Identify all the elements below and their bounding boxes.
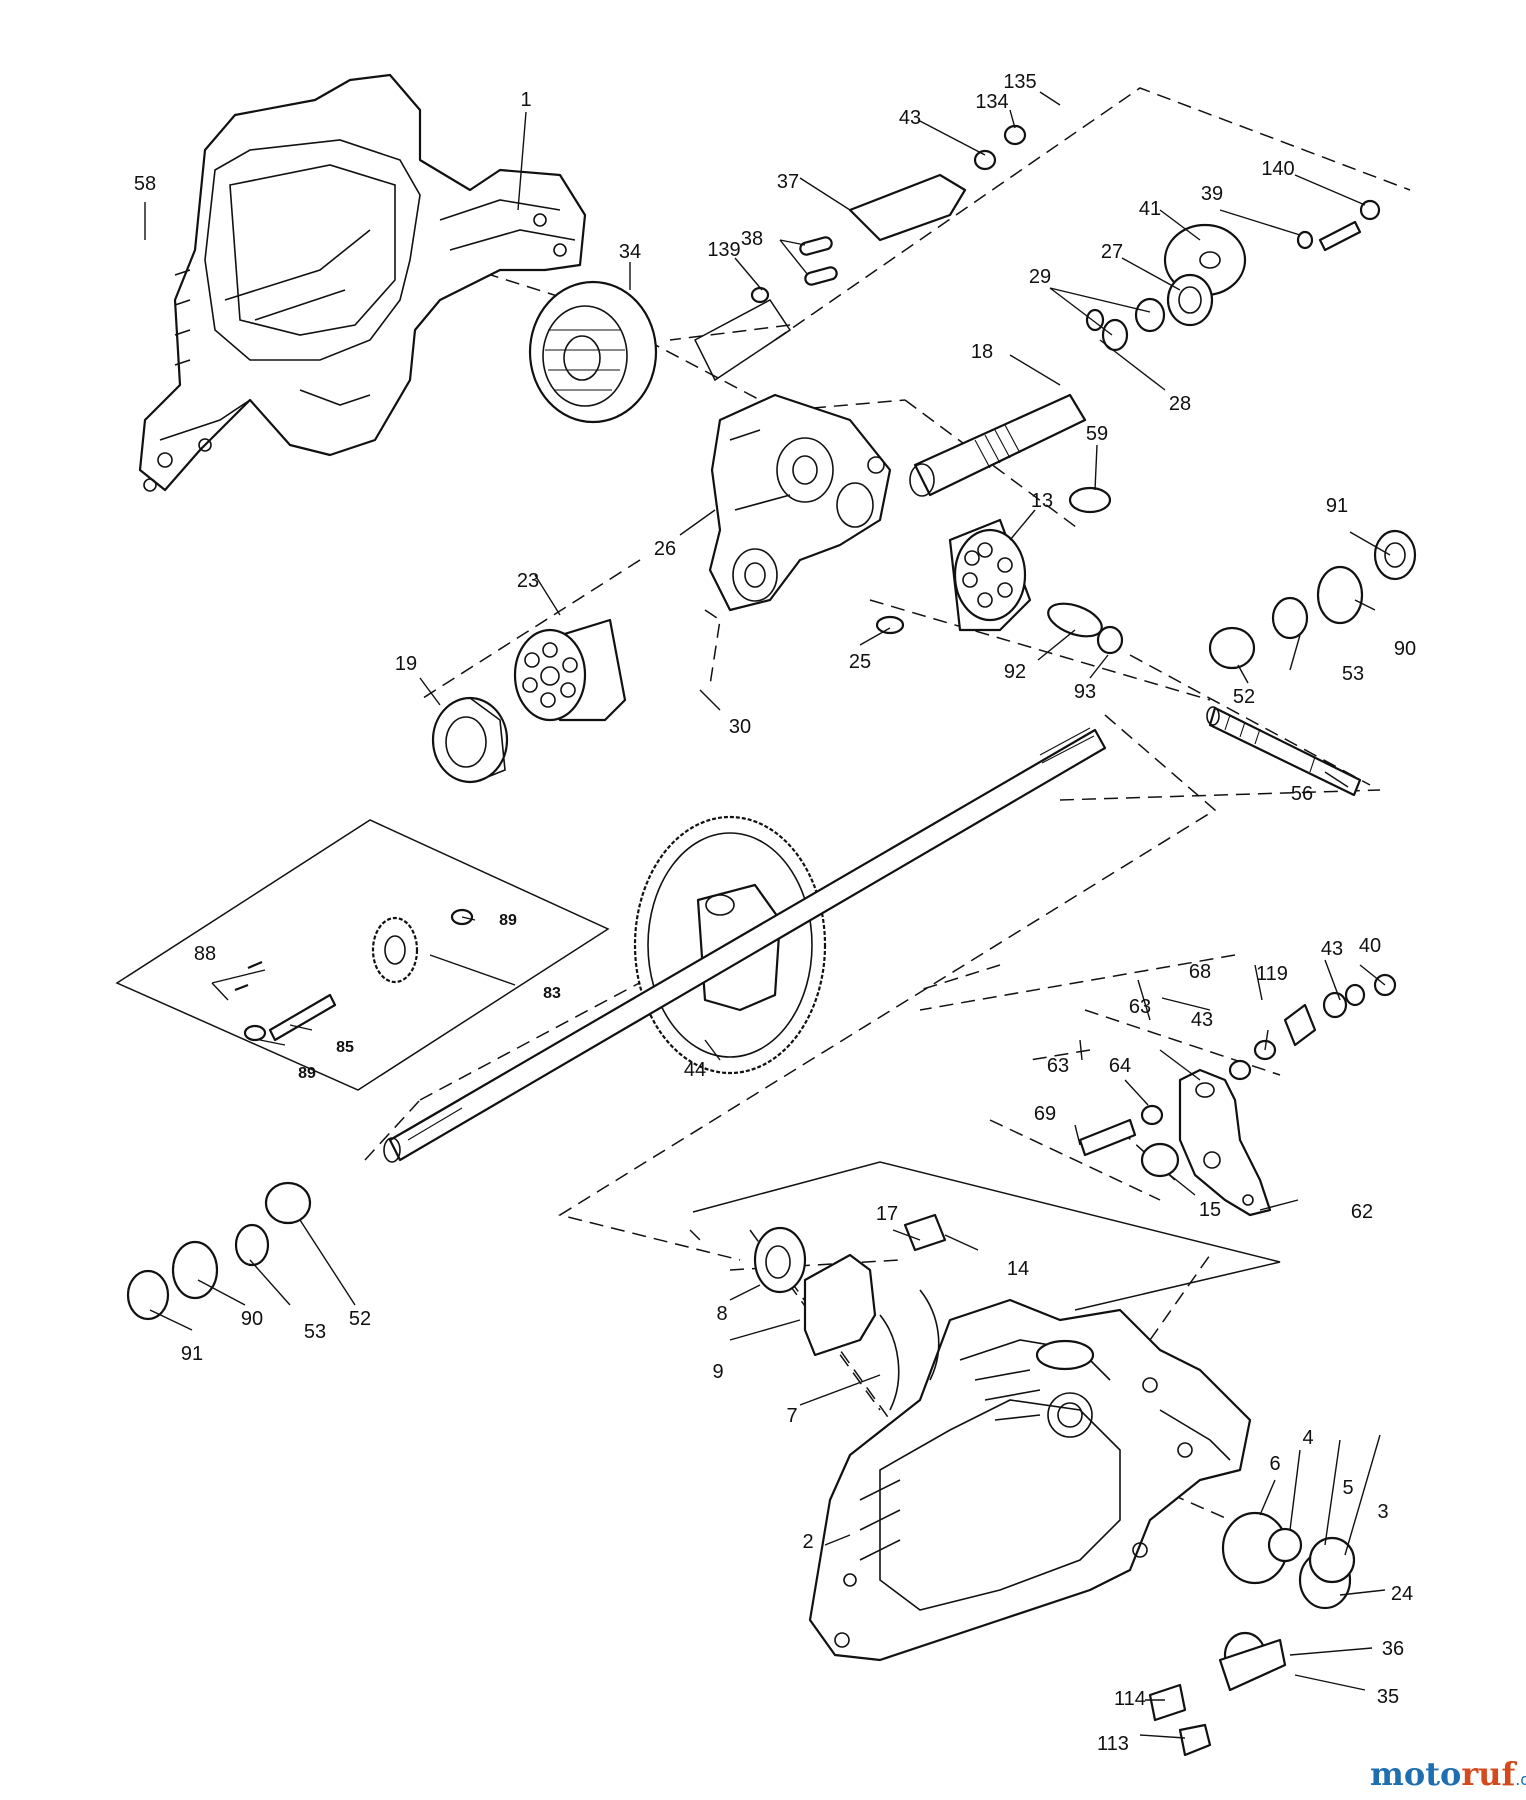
label-90-right: 90 — [1394, 638, 1416, 660]
label-43-right-top: 43 — [1321, 938, 1343, 960]
arm-part-14 — [903, 1213, 947, 1252]
label-139: 139 — [707, 239, 740, 261]
label-140: 140 — [1261, 158, 1294, 180]
label-17: 17 — [876, 1203, 898, 1225]
label-58: 58 — [134, 173, 156, 195]
label-114: 114 — [1114, 1688, 1146, 1710]
label-88: 88 — [194, 943, 216, 965]
label-52-left: 52 — [349, 1308, 371, 1330]
lever-part-62 — [1178, 1068, 1272, 1217]
label-52-right: 52 — [1233, 686, 1255, 708]
label-25: 25 — [849, 651, 871, 673]
axle-shaft — [383, 727, 1107, 1163]
label-43-top: 43 — [899, 107, 921, 129]
label-64: 64 — [1109, 1055, 1131, 1077]
label-63-a: 63 — [1129, 996, 1151, 1018]
leader-lines — [144, 91, 1391, 1739]
label-27: 27 — [1101, 241, 1123, 263]
label-24: 24 — [1391, 1583, 1413, 1605]
label-113: 113 — [1097, 1733, 1129, 1755]
label-135: 135 — [1003, 71, 1036, 93]
label-92: 92 — [1004, 661, 1026, 683]
label-62: 62 — [1351, 1201, 1373, 1223]
lower-housing-part-2 — [808, 1298, 1252, 1662]
label-34: 34 — [619, 241, 641, 263]
label-43-right-mid: 43 — [1191, 1009, 1213, 1031]
center-section-part-26 — [708, 393, 892, 612]
thrust-bearing-part-19 — [431, 696, 509, 784]
motoruf-watermark-logo: motoruf.de — [1370, 1755, 1526, 1793]
label-53-left: 53 — [304, 1321, 326, 1343]
label-6: 6 — [1269, 1453, 1280, 1475]
seal-part-8 — [753, 1226, 807, 1294]
label-83: 83 — [543, 985, 561, 1002]
label-93: 93 — [1074, 681, 1096, 703]
label-85: 85 — [336, 1039, 354, 1056]
label-44: 44 — [684, 1059, 706, 1081]
label-15: 15 — [1199, 1199, 1221, 1221]
label-91-right: 91 — [1326, 495, 1348, 517]
label-7: 7 — [786, 1405, 797, 1427]
small-parts — [126, 124, 1417, 1757]
input-shaft-part-18 — [909, 393, 1087, 497]
label-91-left: 91 — [181, 1343, 203, 1365]
label-69: 69 — [1034, 1103, 1056, 1125]
label-3: 3 — [1377, 1501, 1388, 1523]
label-8: 8 — [716, 1303, 727, 1325]
label-19: 19 — [395, 653, 417, 675]
label-134: 134 — [975, 91, 1008, 113]
label-5: 5 — [1342, 1477, 1353, 1499]
label-90-left: 90 — [241, 1308, 263, 1330]
label-39: 39 — [1201, 183, 1223, 205]
label-89-top: 89 — [499, 912, 517, 929]
label-53-right: 53 — [1342, 663, 1364, 685]
label-29: 29 — [1029, 266, 1051, 288]
label-14: 14 — [1007, 1258, 1029, 1280]
svg-text:motoruf.de: motoruf.de — [1370, 1755, 1526, 1793]
bearing-part-34 — [528, 280, 658, 424]
pinion-gear-part-83 — [268, 916, 419, 1042]
label-59: 59 — [1086, 423, 1108, 445]
label-23: 23 — [517, 570, 539, 592]
cylinder-block-part-13 — [948, 518, 1032, 632]
label-37: 37 — [777, 171, 799, 193]
alignment-lines — [364, 87, 1411, 1521]
label-4: 4 — [1302, 1427, 1313, 1449]
label-89-bottom: 89 — [298, 1065, 316, 1082]
label-26: 26 — [654, 538, 676, 560]
label-68: 68 — [1189, 961, 1211, 983]
label-30: 30 — [729, 716, 751, 738]
label-1: 1 — [520, 89, 531, 111]
upper-housing-part-1 — [138, 73, 587, 492]
label-35: 35 — [1377, 1686, 1399, 1708]
label-119: 119 — [1256, 963, 1288, 985]
label-40: 40 — [1359, 935, 1381, 957]
cylinder-block-part-23 — [513, 618, 627, 722]
brake-group — [753, 1213, 947, 1411]
label-13: 13 — [1031, 490, 1053, 512]
label-18: 18 — [971, 341, 993, 363]
sub-assembly-frame-8 — [692, 1161, 1281, 1311]
label-2: 2 — [802, 1531, 813, 1553]
shaft-part-56 — [1206, 706, 1362, 797]
label-38: 38 — [741, 228, 763, 250]
label-41: 41 — [1139, 198, 1161, 220]
brake-block-part-9 — [803, 1253, 877, 1357]
label-36: 36 — [1382, 1638, 1404, 1660]
label-63-b: 63 — [1047, 1055, 1069, 1077]
sub-assembly-frame-83 — [115, 819, 610, 1091]
label-56: 56 — [1291, 783, 1313, 805]
part-labels: 1 58 34 37 38 139 43 134 135 29 27 41 39… — [134, 71, 1416, 1755]
sub-assembly-frame-37 — [694, 299, 792, 382]
label-9: 9 — [712, 1361, 723, 1383]
label-28: 28 — [1169, 393, 1191, 415]
